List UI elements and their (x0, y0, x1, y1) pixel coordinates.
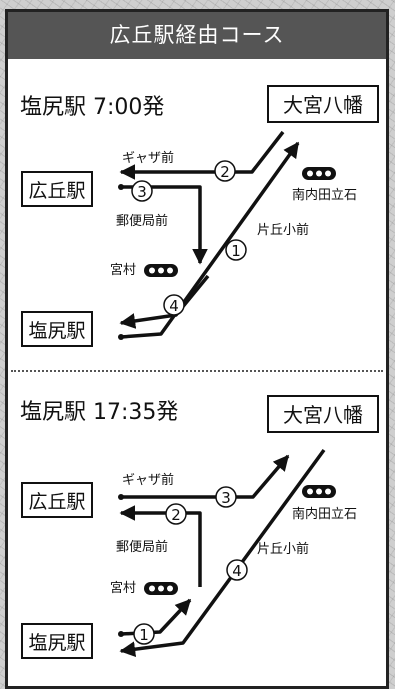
step-3-marker-s1: 3 (131, 180, 153, 202)
stop-gyaza-1: ギャザ前 (122, 150, 174, 166)
departure-time-2: 塩尻駅 17:35発 (20, 400, 178, 425)
route-diagram: 塩尻駅 7:00発 大宮八幡 広丘駅 塩尻駅 1 2 (20, 85, 379, 659)
route-start-dot-1 (118, 631, 124, 637)
departure-time-1: 塩尻駅 7:00発 (20, 95, 164, 120)
route-card: 広丘駅経由コース 塩尻駅 7:00発 大宮八幡 広丘駅 塩尻駅 (5, 9, 389, 689)
svg-text:2: 2 (171, 506, 181, 524)
route-segment-4-s1 (119, 274, 210, 329)
route-segment-2-s1 (119, 130, 285, 180)
bus-stop-icon (302, 167, 336, 180)
route-segment-2-s2 (119, 505, 202, 587)
card-header: 広丘駅経由コース (8, 12, 386, 59)
step-3-marker-s2: 3 (215, 486, 237, 508)
station-box-omiya-2 (267, 395, 379, 433)
card-title: 広丘駅経由コース (109, 23, 285, 47)
station-hirooka-2: 広丘駅 (28, 491, 85, 513)
station-shiojiri-2: 塩尻駅 (28, 632, 85, 654)
station-shiojiri-1: 塩尻駅 (28, 320, 85, 342)
step-1-marker-s1: 1 (225, 239, 247, 261)
stop-yubinkyoku-1: 郵便局前 (116, 213, 168, 229)
stop-kataoka-2: 片丘小前 (257, 541, 309, 557)
route-segment-1-s2 (120, 598, 192, 636)
station-box-hirooka-1 (21, 171, 93, 207)
step-1-marker-s2: 1 (133, 623, 155, 645)
route-segment-4-s2 (119, 448, 326, 657)
step-2-marker-s1: 2 (214, 160, 236, 182)
step-4-marker-s2: 4 (226, 559, 248, 581)
svg-text:3: 3 (137, 183, 147, 201)
bus-stop-icon (144, 264, 178, 277)
station-box-hirooka-2 (21, 482, 93, 518)
step-2-marker-s2: 2 (165, 503, 187, 525)
route-start-dot-3 (118, 494, 124, 500)
stop-minamiuchida-2: 南内田立石 (292, 506, 357, 522)
stop-miyamura-2: 宮村 (110, 580, 136, 596)
route-segment-1-s1 (120, 141, 300, 339)
svg-text:4: 4 (169, 297, 179, 315)
station-box-shiojiri-1 (21, 311, 93, 347)
stop-gyaza-2: ギャザ前 (122, 472, 174, 488)
station-hirooka-1: 広丘駅 (28, 180, 85, 202)
step-4-marker-s1: 4 (163, 294, 185, 316)
svg-text:1: 1 (139, 626, 149, 644)
svg-text:2: 2 (220, 163, 230, 181)
stop-kataoka-1: 片丘小前 (257, 222, 309, 238)
section-divider (11, 370, 383, 372)
bus-stop-icon (144, 582, 178, 595)
stop-miyamura-1: 宮村 (110, 262, 136, 278)
station-omiya-1: 大宮八幡 (283, 93, 363, 117)
stop-yubinkyoku-2: 郵便局前 (116, 539, 168, 555)
stop-minamiuchida-1: 南内田立石 (292, 187, 357, 203)
bus-stop-icon (302, 485, 336, 498)
route-segment-3-s2 (121, 454, 290, 499)
station-omiya-2: 大宮八幡 (283, 403, 363, 427)
svg-text:1: 1 (231, 242, 241, 260)
svg-text:3: 3 (221, 489, 231, 507)
svg-text:4: 4 (232, 562, 242, 580)
station-box-shiojiri-2 (21, 623, 93, 659)
station-box-omiya-1 (267, 85, 379, 123)
route-start-dot-3 (118, 184, 124, 190)
route-start-dot-1 (118, 334, 124, 340)
